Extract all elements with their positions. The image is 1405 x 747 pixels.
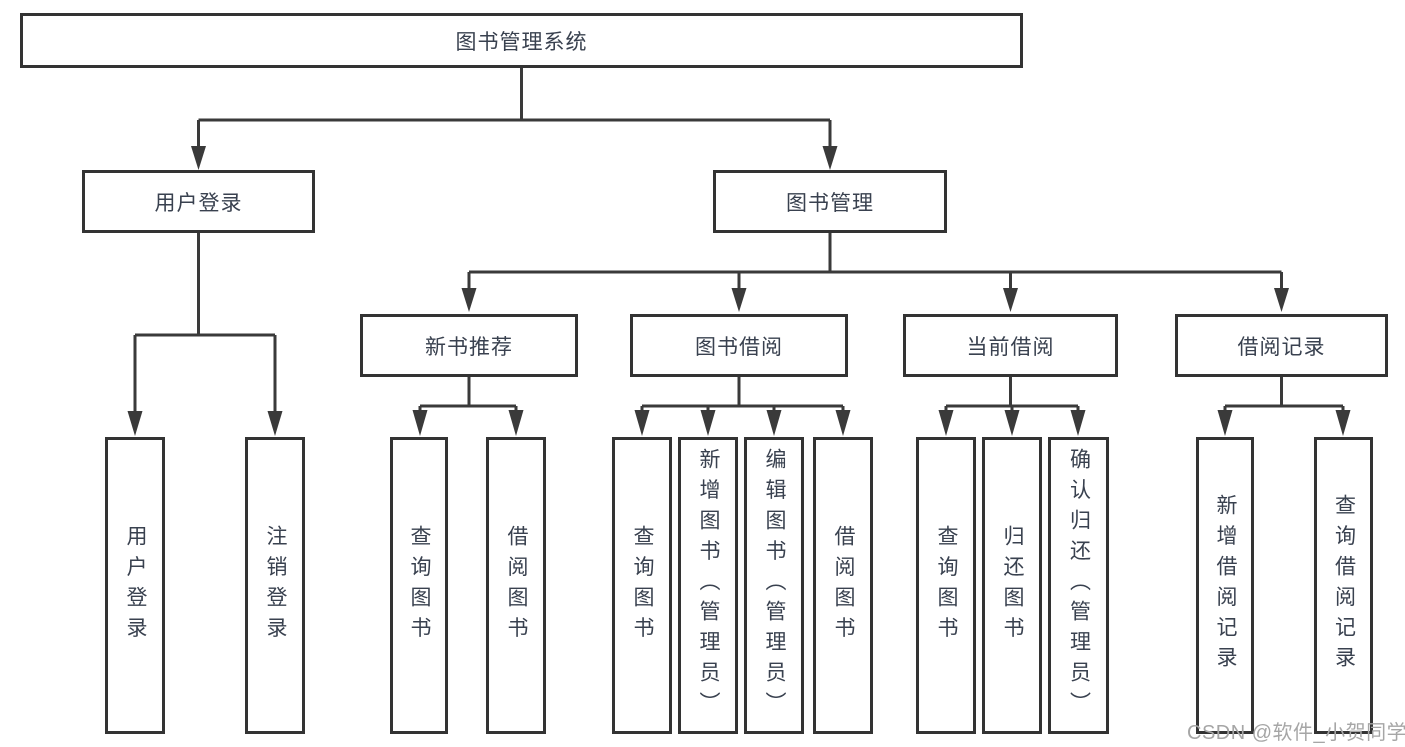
node-borrow-records: 借阅记录 [1175,314,1388,377]
node-new-book-recommend: 新书推荐 [360,314,578,377]
leaf-user-login: 用户登录 [105,437,165,734]
leaf-add-book-admin: 新增图书（管理员） [678,437,738,734]
leaf-borrow-books: 借阅图书 [813,437,873,734]
leaf-add-borrow-record: 新增借阅记录 [1196,437,1254,734]
csdn-watermark: CSDN @软件_小贺同学 [1187,722,1405,744]
node-user-login: 用户登录 [82,170,315,233]
node-current-borrow: 当前借阅 [903,314,1118,377]
leaf-query-books-current: 查询图书 [916,437,976,734]
leaf-query-books-recommend: 查询图书 [390,437,448,734]
leaf-query-borrow-record: 查询借阅记录 [1314,437,1373,734]
leaf-edit-book-admin: 编辑图书（管理员） [744,437,804,734]
leaf-borrow-books-recommend: 借阅图书 [486,437,546,734]
leaf-return-book: 归还图书 [982,437,1042,734]
leaf-query-books-borrow: 查询图书 [612,437,672,734]
node-root: 图书管理系统 [20,13,1023,68]
node-book-borrow: 图书借阅 [630,314,848,377]
leaf-logout: 注销登录 [245,437,305,734]
node-book-management: 图书管理 [713,170,947,233]
leaf-confirm-return-admin: 确认归还（管理员） [1048,437,1109,734]
